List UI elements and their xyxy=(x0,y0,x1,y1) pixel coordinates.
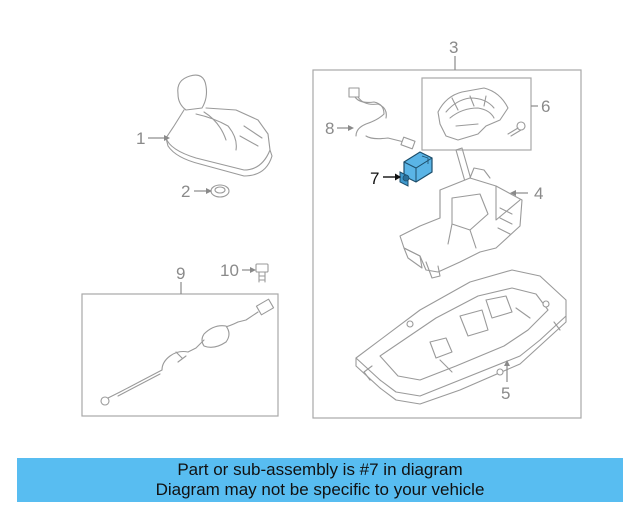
part-9-box xyxy=(81,293,279,417)
part-6-box xyxy=(421,77,532,151)
callout-10: 10 xyxy=(220,261,239,280)
part-5-base-housing[interactable] xyxy=(355,269,567,405)
callout-6: 6 xyxy=(541,97,550,116)
part-10-bolt[interactable] xyxy=(255,263,269,283)
callout-1: 1 xyxy=(136,129,145,148)
part-3-box xyxy=(312,69,582,419)
callout-3: 3 xyxy=(449,38,458,57)
part-8-harness[interactable] xyxy=(348,87,416,150)
banner-line-part-info: Part or sub-assembly is #7 in diagram xyxy=(177,460,463,479)
info-banner: Part or sub-assembly is #7 in diagram Di… xyxy=(17,458,623,502)
callout-leaders xyxy=(148,56,538,382)
parts-diagram: 1 2 3 4 5 6 7 8 9 10 xyxy=(81,38,582,419)
part-7-switch-highlighted[interactable] xyxy=(399,151,433,187)
callout-4: 4 xyxy=(534,184,543,203)
part-2-grommet[interactable] xyxy=(210,184,230,198)
part-1-shift-knob-boot[interactable] xyxy=(165,74,273,177)
callout-8: 8 xyxy=(325,119,334,138)
part-6-screw[interactable] xyxy=(507,121,526,137)
part-6-trim-cover[interactable] xyxy=(437,87,509,141)
part-4-shifter-mechanism[interactable] xyxy=(399,147,523,279)
part-9-shift-cable[interactable] xyxy=(100,298,275,406)
banner-line-disclaimer: Diagram may not be specific to your vehi… xyxy=(155,480,485,499)
callout-2: 2 xyxy=(181,182,190,201)
callout-9: 9 xyxy=(176,264,185,283)
callout-7: 7 xyxy=(370,169,379,188)
callout-5: 5 xyxy=(501,384,510,403)
